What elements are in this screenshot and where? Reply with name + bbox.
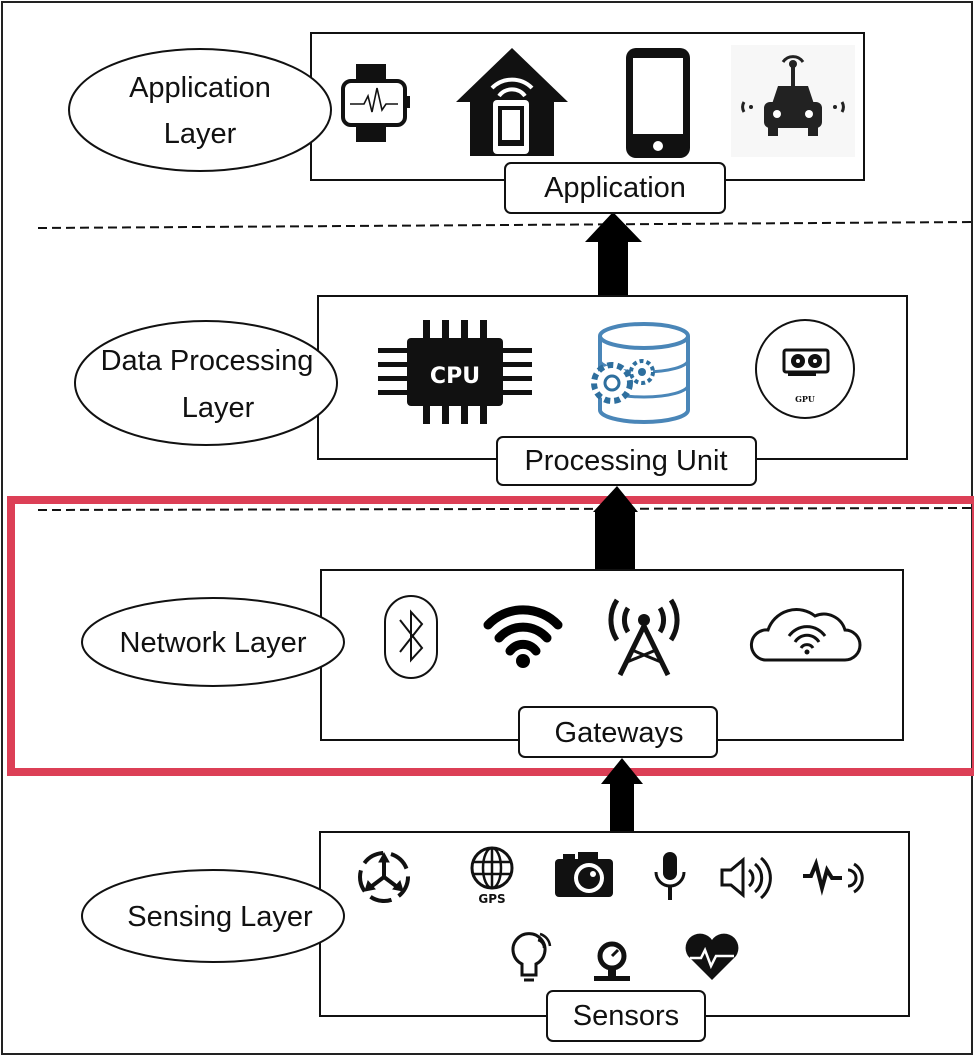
sensing-box bbox=[319, 831, 910, 1017]
pulse-signal-icon bbox=[803, 857, 864, 896]
camera-icon bbox=[555, 852, 613, 897]
processing-tag: Processing Unit bbox=[524, 445, 727, 477]
microphone-icon bbox=[654, 852, 686, 900]
gpu-icon: GPU bbox=[755, 319, 855, 419]
separator-app-processing bbox=[37, 221, 974, 229]
arrow-network-to-processing bbox=[593, 486, 638, 570]
sensing-layer-label: Sensing Layer bbox=[127, 901, 313, 933]
gps-label: GPS bbox=[478, 892, 505, 906]
processing-tag-box bbox=[496, 436, 757, 486]
network-layer-label: Network Layer bbox=[120, 627, 307, 659]
cell-tower-icon bbox=[608, 598, 680, 677]
application-tag-box bbox=[504, 162, 726, 214]
processing-layer-ellipse bbox=[74, 320, 338, 446]
arrow-sensing-to-network bbox=[601, 758, 643, 832]
bluetooth-icon bbox=[384, 595, 438, 679]
cpu-label: CPU bbox=[430, 364, 480, 389]
application-layer-ellipse bbox=[68, 48, 332, 172]
separator-processing-network bbox=[37, 507, 974, 511]
network-tag: Gateways bbox=[555, 717, 684, 749]
smart-home-icon bbox=[456, 48, 568, 156]
network-layer-ellipse bbox=[81, 597, 345, 687]
application-layer-label-line1: Application bbox=[129, 72, 271, 104]
cloud-wifi-icon bbox=[749, 608, 862, 662]
sensing-tag: Sensors bbox=[573, 1000, 679, 1032]
speaker-icon bbox=[720, 856, 772, 900]
sensing-layer-ellipse bbox=[81, 869, 345, 963]
processing-layer-label-line1: Data Processing bbox=[101, 345, 314, 377]
pressure-gauge-icon bbox=[594, 941, 630, 981]
wifi-icon bbox=[483, 605, 563, 668]
arrow-processing-to-application bbox=[585, 212, 642, 296]
light-bulb-icon bbox=[511, 932, 552, 982]
accelerometer-icon bbox=[358, 851, 410, 903]
network-layer-highlight bbox=[7, 496, 974, 776]
network-tag-box bbox=[518, 706, 718, 758]
database-gear-icon bbox=[591, 322, 690, 424]
connected-car-icon bbox=[731, 45, 855, 157]
gpu-label: GPU bbox=[795, 394, 815, 404]
application-tag: Application bbox=[544, 172, 686, 204]
processing-layer-label-line2: Layer bbox=[182, 392, 255, 424]
sensing-tag-box bbox=[546, 990, 706, 1042]
smartphone-icon bbox=[626, 48, 690, 158]
gps-globe-icon: GPS bbox=[470, 846, 514, 906]
application-layer-label-line2: Layer bbox=[164, 118, 237, 150]
heart-rate-icon bbox=[685, 933, 739, 980]
cpu-icon: CPU bbox=[378, 320, 532, 424]
smartwatch-icon bbox=[341, 64, 410, 142]
